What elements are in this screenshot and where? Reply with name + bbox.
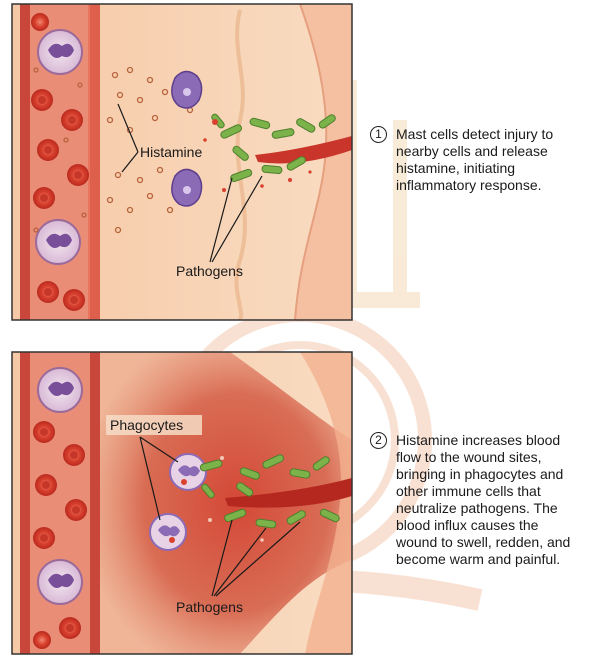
step-1-text: Mast cells detect injury to nearby cells…: [396, 126, 553, 194]
phagocytes-label: Phagocytes: [110, 417, 183, 433]
step-1-description: 1 Mast cells detect injury to nearby cel…: [370, 126, 606, 206]
step-2-description: 2 Histamine increases blood flow to the …: [370, 432, 606, 582]
leukocyte: [38, 30, 82, 74]
step-2-text: Histamine increases blood flow to the wo…: [396, 432, 570, 568]
panel-1: Histamine Pathogens: [12, 4, 352, 320]
leukocyte: [38, 368, 82, 412]
step-2-number: 2: [370, 432, 387, 449]
step-1-number: 1: [370, 126, 387, 143]
mast-cell: [172, 169, 202, 206]
histamine-label: Histamine: [140, 144, 202, 160]
phagocyte: [150, 514, 186, 550]
mast-cell: [172, 71, 202, 108]
leukocyte: [38, 560, 82, 604]
panel-2: Phagocytes Pathogens: [12, 352, 352, 654]
phagocyte: [170, 454, 206, 490]
pathogens-label-2: Pathogens: [176, 599, 243, 615]
leukocyte: [36, 220, 80, 264]
pathogens-label-1: Pathogens: [176, 263, 243, 279]
